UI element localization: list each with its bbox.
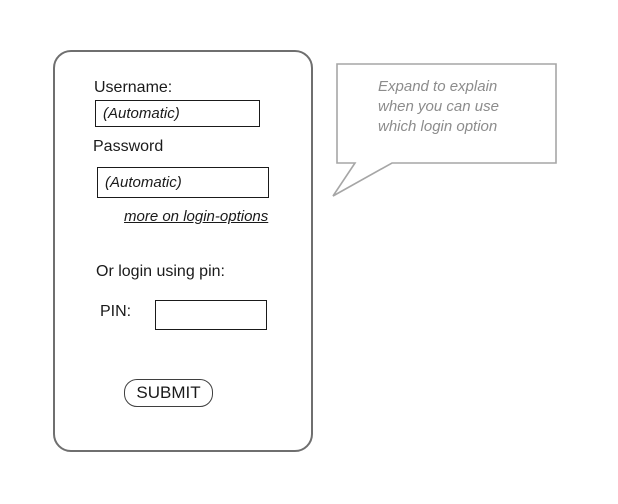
speech-bubble-outline: [332, 63, 557, 197]
more-login-options-link[interactable]: more on login-options: [124, 208, 269, 225]
pin-section-label: Or login using pin:: [96, 263, 225, 280]
callout-annotation-text: Expand to explain when you can use which…: [378, 78, 499, 135]
password-input[interactable]: [97, 167, 269, 198]
username-input[interactable]: [95, 100, 260, 127]
speech-bubble-path: [332, 63, 557, 197]
submit-button[interactable]: SUBMIT: [124, 379, 213, 407]
username-label: Username:: [94, 79, 173, 96]
login-panel: Username: Password more on login-options…: [53, 50, 313, 452]
pin-label: PIN:: [100, 303, 132, 320]
password-label: Password: [93, 138, 164, 155]
pin-input[interactable]: [155, 300, 267, 330]
